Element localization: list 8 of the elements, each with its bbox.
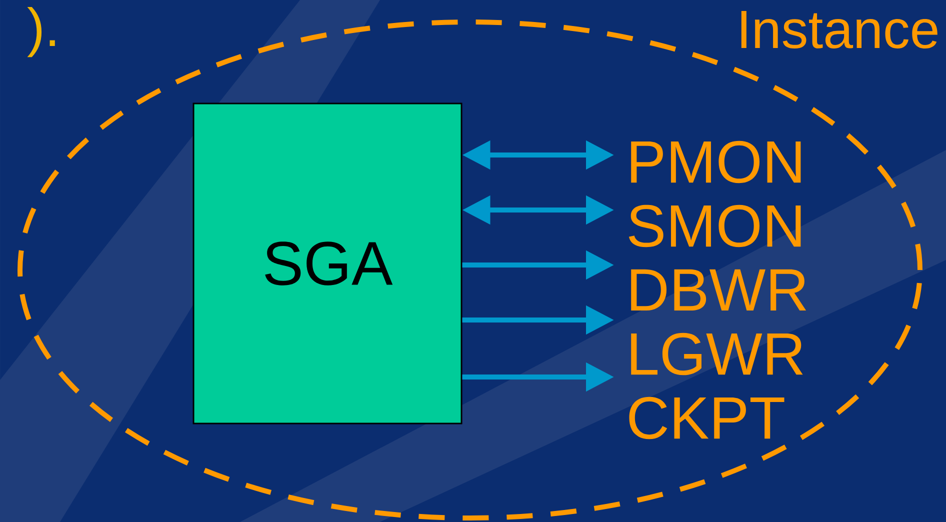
process-label: SMON <box>628 204 801 248</box>
process-label: CKPT <box>629 396 784 440</box>
process-label: DBWR <box>631 269 806 311</box>
heading: Instance <box>732 6 944 53</box>
process-label: LGWR <box>631 332 803 376</box>
cut-off-text: ). <box>27 7 55 58</box>
process-label: PMON <box>631 140 801 184</box>
memory-box: SGA <box>192 102 462 424</box>
